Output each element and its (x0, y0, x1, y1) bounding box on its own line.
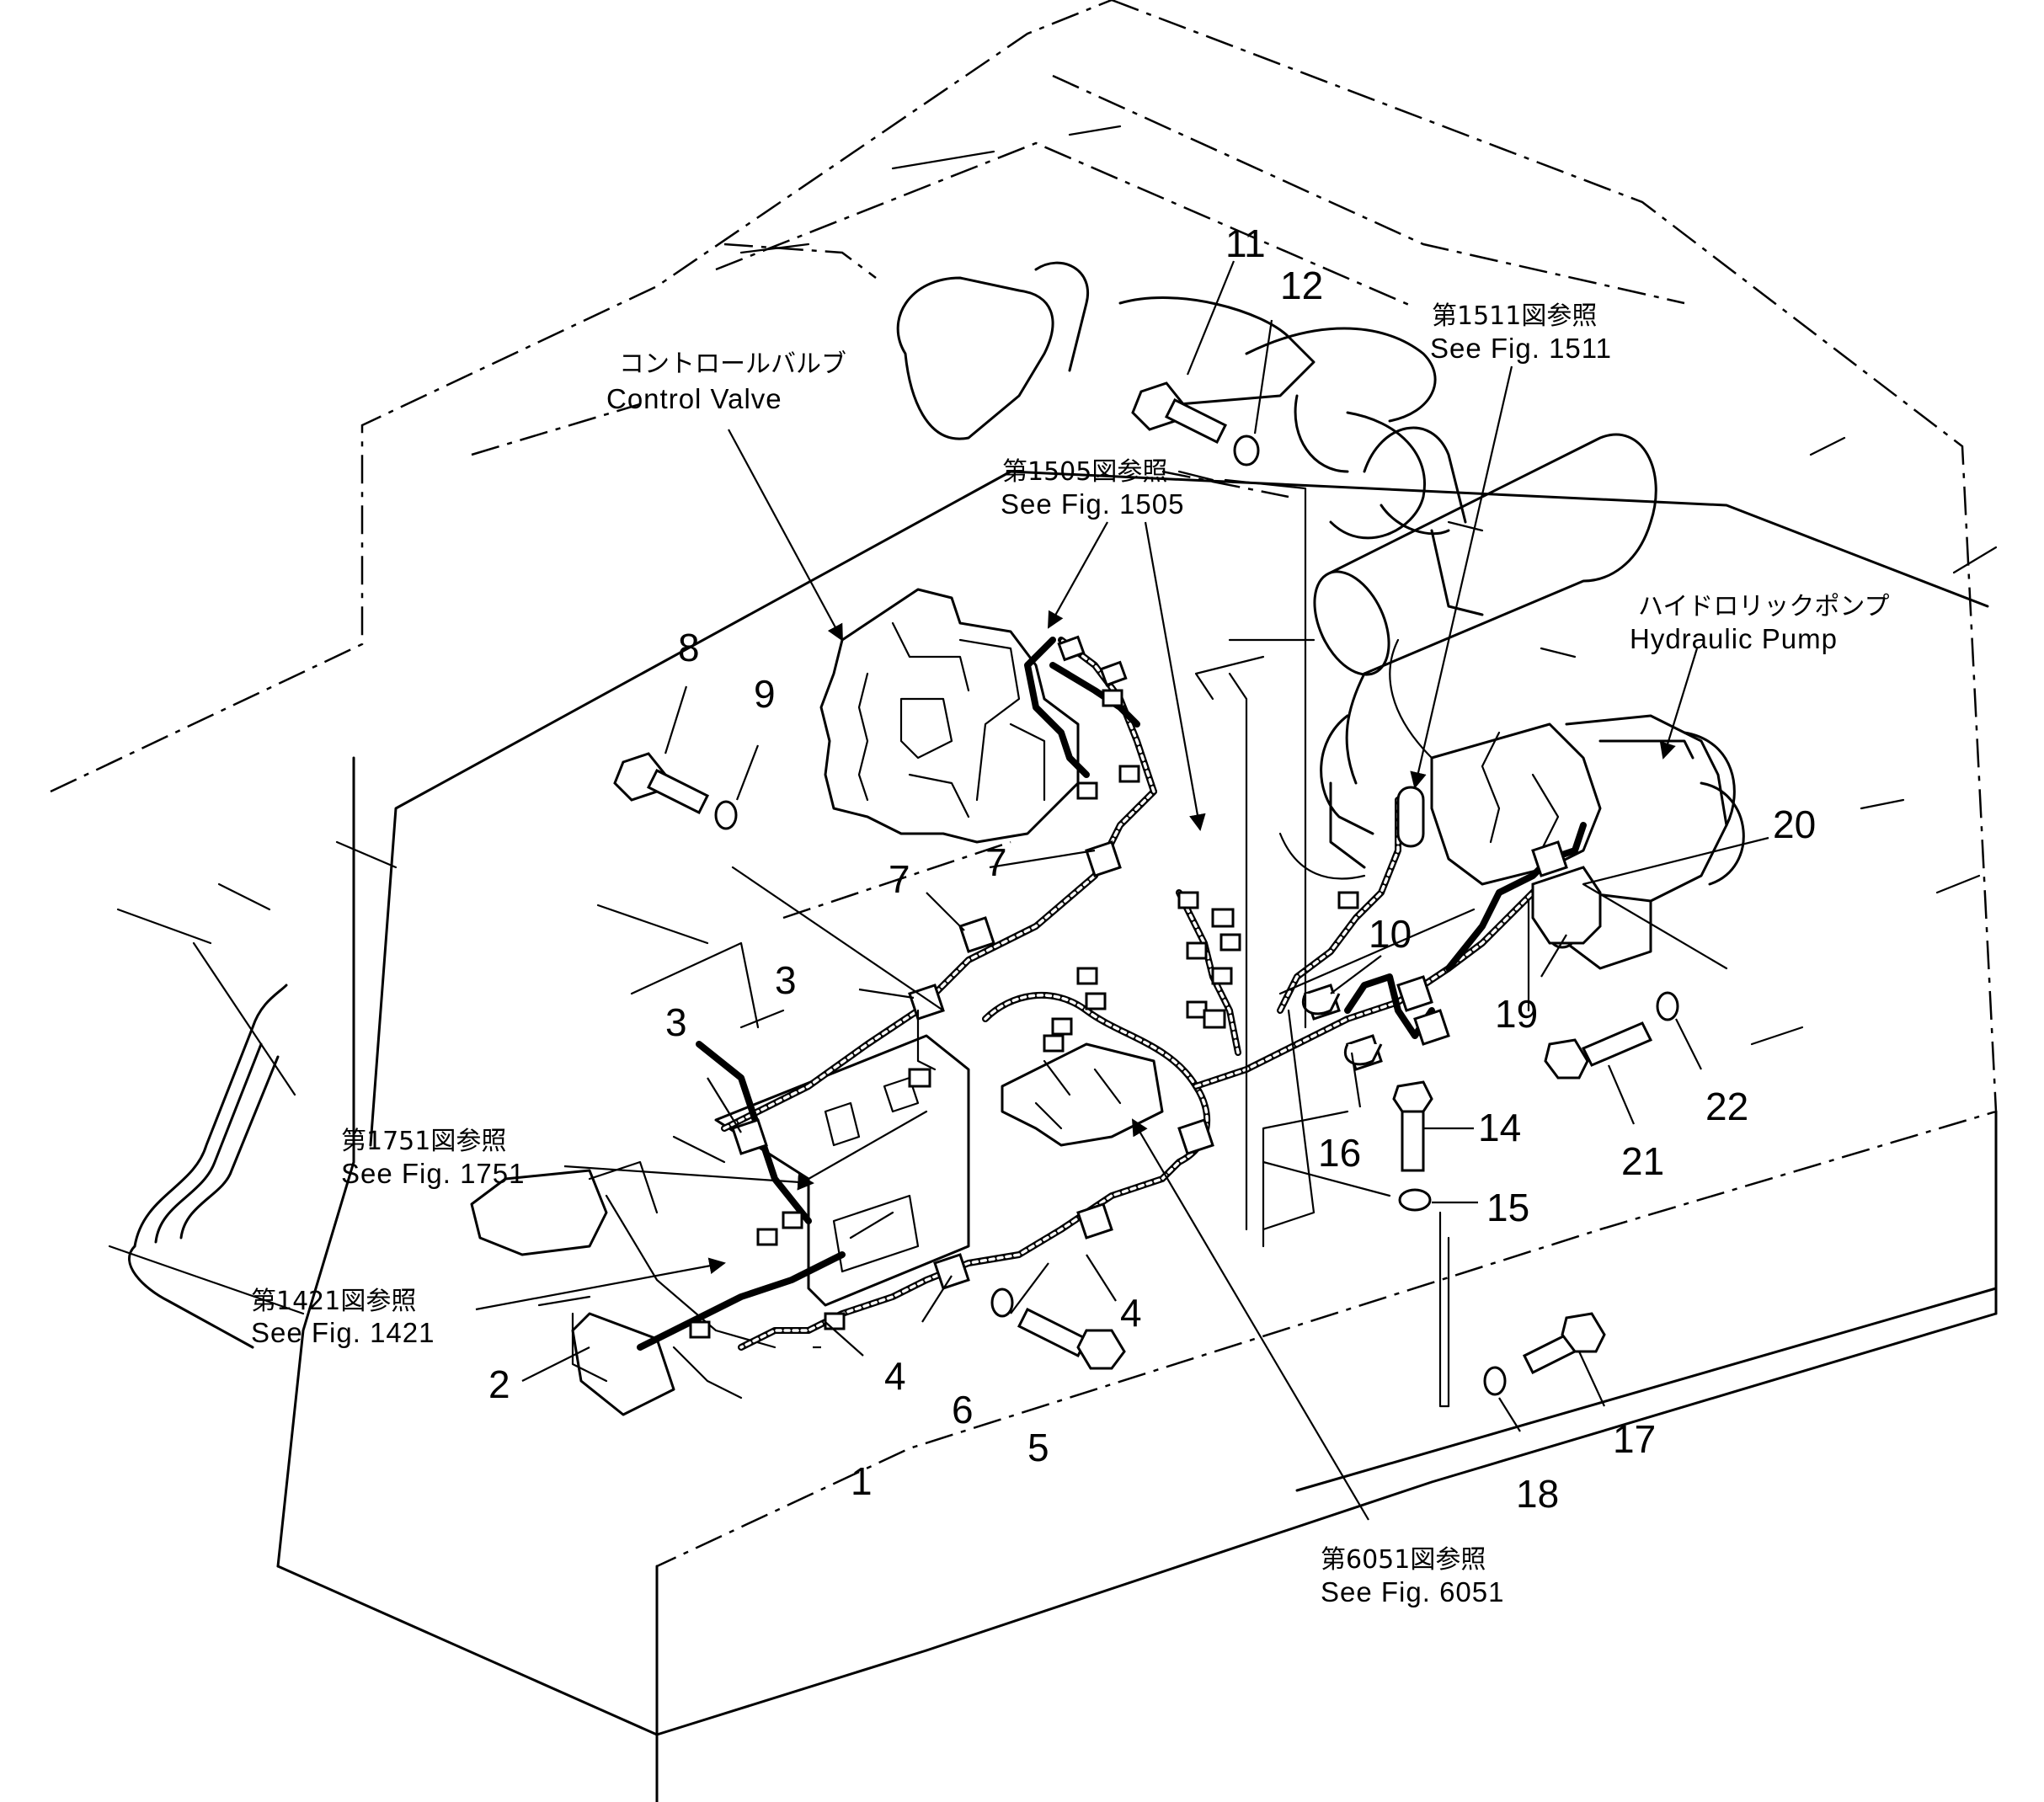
part-number: 6 (952, 1388, 974, 1431)
engine-drawing (819, 261, 1745, 970)
part-number: 16 (1318, 1131, 1361, 1175)
fasteners (613, 381, 1679, 1396)
connectors (689, 635, 1577, 1339)
electrical-box-drawing (470, 1034, 1164, 1416)
part-number: 5 (1027, 1426, 1049, 1469)
fig-6051-ref-jp: 第6051図参照 (1321, 1545, 1486, 1575)
control-valve-label-en: Control Valve (606, 383, 782, 414)
part-number: 19 (1495, 992, 1538, 1036)
part-number: 18 (1516, 1472, 1559, 1516)
fig-1421-ref-jp: 第1421図参照 (251, 1287, 416, 1316)
part-number: 9 (754, 672, 776, 716)
figure-references: 第1505図参照 See Fig. 1505 第1511図参照 See Fig.… (251, 301, 1612, 1607)
part-number: 10 (1369, 912, 1412, 956)
fig-1511-ref-jp: 第1511図参照 (1432, 301, 1597, 331)
part-number: 22 (1705, 1085, 1748, 1128)
part-number: 4 (1120, 1291, 1142, 1335)
reference-arrows (475, 365, 1699, 1521)
part-number: 1 (851, 1459, 873, 1503)
part-number: 11 (1225, 221, 1266, 265)
fig-1505-ref-en: See Fig. 1505 (1001, 488, 1184, 520)
part-number: 8 (678, 626, 700, 669)
part-number: 14 (1478, 1106, 1521, 1149)
control-valve-label-jp: コントロールバルブ (619, 349, 846, 379)
bracket-lines (571, 470, 1728, 1408)
fig-1751-ref-en: See Fig. 1751 (341, 1158, 525, 1189)
component-labels: コントロールバルブ Control Valve ハイドロリックポンプ Hydra… (606, 349, 1890, 654)
part-number: 15 (1486, 1186, 1529, 1229)
upper-structure-outline (50, 0, 1998, 1802)
part-number-callouts: 1 2 3 3 4 4 5 6 7 7 8 9 10 11 12 14 15 1… (488, 221, 1816, 1516)
part-number: 17 (1613, 1417, 1656, 1461)
fig-1505-ref-jp: 第1505図参照 (1002, 457, 1167, 487)
part-number: 3 (775, 958, 797, 1002)
fig-6051-ref-en: See Fig. 6051 (1321, 1576, 1504, 1607)
leader-lines (521, 260, 1769, 1432)
part-number: 7 (889, 857, 910, 901)
fig-1751-ref-jp: 第1751図参照 (341, 1127, 506, 1156)
part-number: 2 (488, 1362, 510, 1406)
part-number: 4 (884, 1354, 906, 1398)
hydraulic-pump-label-en: Hydraulic Pump (1630, 623, 1838, 654)
wiring-harness (637, 637, 1587, 1351)
part-number: 20 (1773, 802, 1816, 846)
part-number: 21 (1621, 1139, 1664, 1183)
part-number: 7 (985, 840, 1007, 884)
fig-1511-ref-en: See Fig. 1511 (1430, 333, 1612, 364)
fig-1421-ref-en: See Fig. 1421 (251, 1317, 435, 1348)
part-number: 3 (665, 1000, 687, 1044)
hydraulic-pump-label-jp: ハイドロリックポンプ (1638, 592, 1890, 621)
part-number: 12 (1280, 264, 1323, 307)
